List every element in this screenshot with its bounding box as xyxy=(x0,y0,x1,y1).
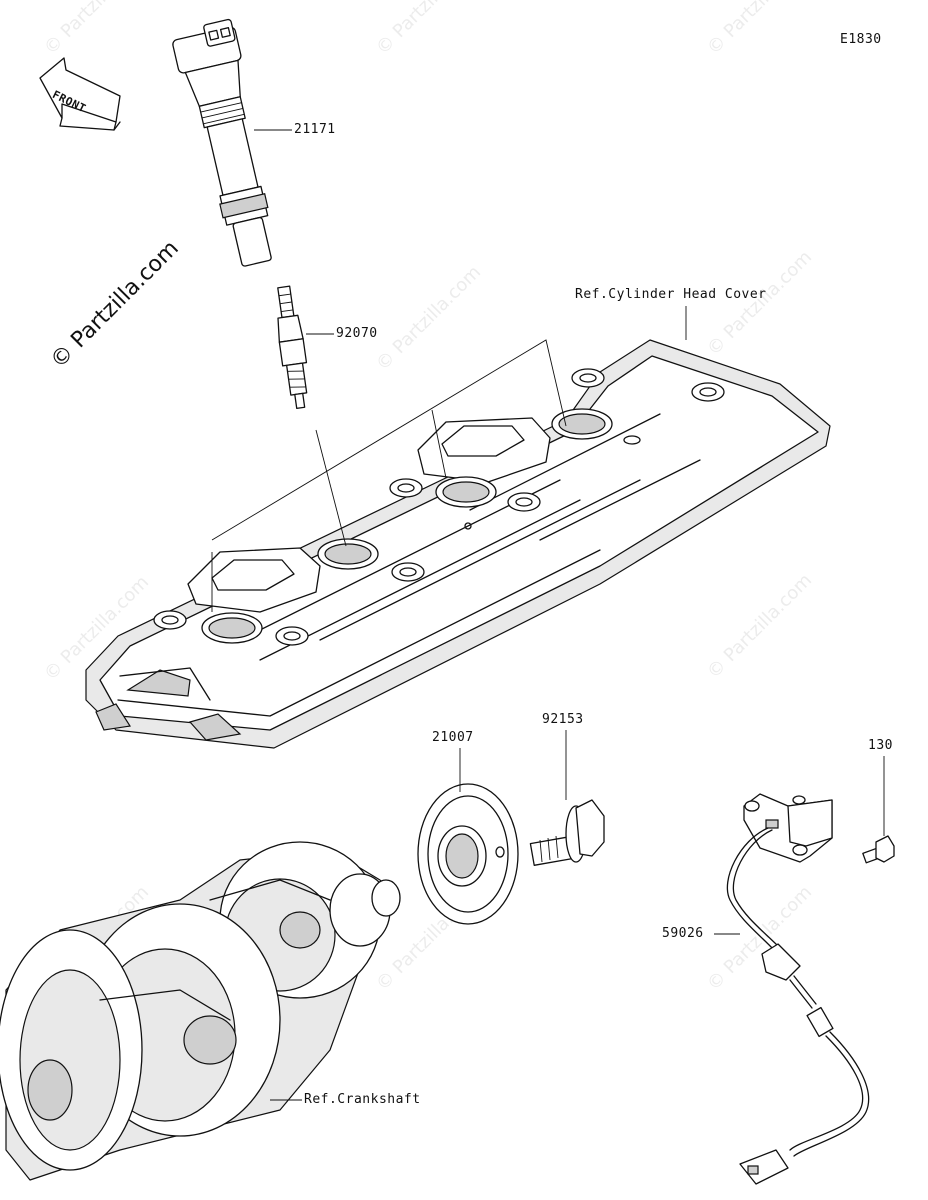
part-label-92070[interactable]: 92070 xyxy=(336,326,378,341)
crankshaft-ref-label: Ref.Crankshaft xyxy=(304,1092,421,1107)
spark-plug-drawing xyxy=(277,285,308,410)
part-label-130[interactable]: 130 xyxy=(868,738,893,753)
part-label-59026[interactable]: 59026 xyxy=(662,926,704,941)
ignition-coil-drawing xyxy=(172,18,272,267)
cylinder-head-cover-drawing xyxy=(85,339,831,749)
front-arrow-icon xyxy=(39,57,121,131)
bolt-drawing xyxy=(529,799,605,866)
part-label-21171[interactable]: 21171 xyxy=(294,122,336,137)
diagram-id: E1830 xyxy=(840,32,882,47)
part-label-21007[interactable]: 21007 xyxy=(432,730,474,745)
crankshaft-sensor-drawing xyxy=(726,793,870,1185)
leader-lines xyxy=(254,129,885,1101)
crankshaft-drawing xyxy=(0,841,401,1181)
installation-lines xyxy=(211,339,567,612)
sensor-bolt-drawing xyxy=(862,835,895,864)
part-label-92153[interactable]: 92153 xyxy=(542,712,584,727)
cylinder-head-cover-ref-label: Ref.Cylinder Head Cover xyxy=(575,287,767,302)
rotor-drawing xyxy=(417,783,519,925)
